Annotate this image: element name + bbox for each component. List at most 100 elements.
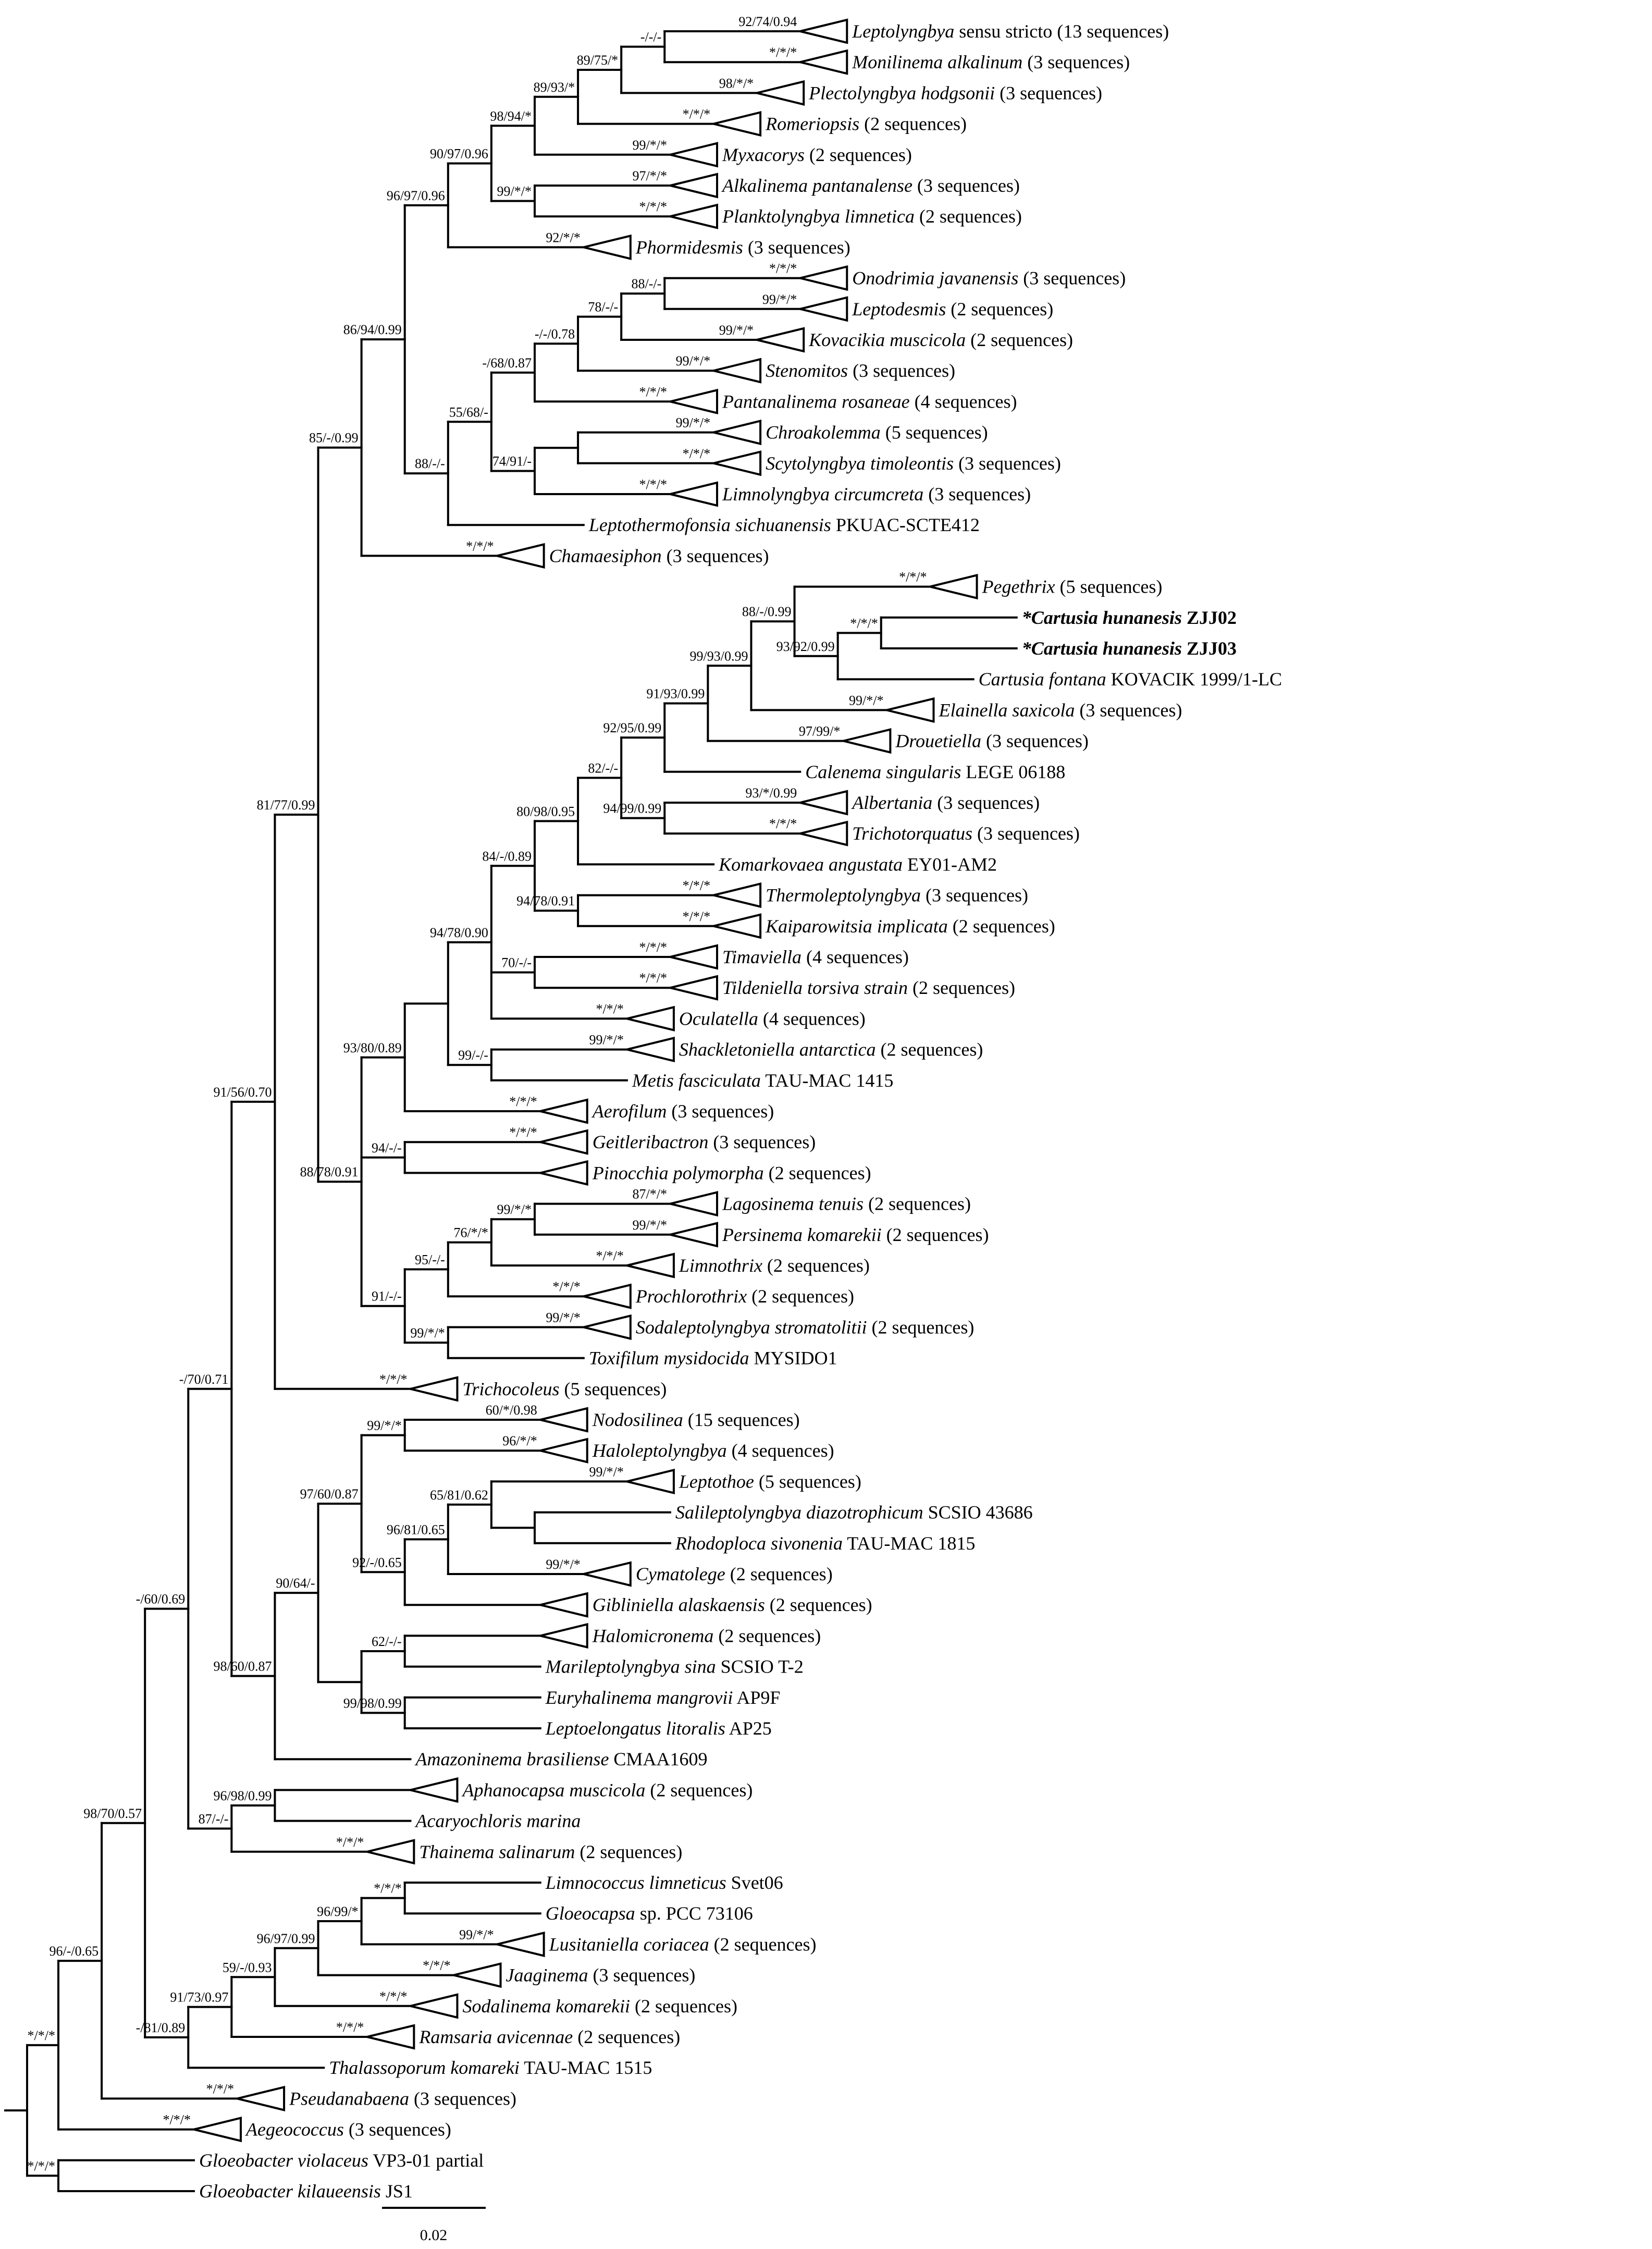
- support-value: */*/*: [769, 816, 797, 831]
- collapsed-clade-triangle: [756, 327, 805, 353]
- taxon-detail: (2 sequences): [805, 144, 912, 165]
- support-value: */*/*: [336, 1835, 364, 1850]
- taxon-label: Limnococcus limneticus Svet06: [545, 1872, 783, 1893]
- taxon-label: Trichocoleus (5 sequences): [462, 1379, 667, 1399]
- support-value: 96/97/0.96: [387, 188, 445, 203]
- support-value: 96/-/0.65: [49, 1944, 98, 1959]
- taxon-detail: (3 sequences): [409, 2088, 516, 2109]
- taxon-detail: (2 sequences): [713, 1625, 821, 1646]
- support-value: 94/78/0.90: [430, 925, 488, 940]
- taxon-label: Onodrimia javanensis (3 sequences): [852, 268, 1126, 289]
- collapsed-clade-triangle: [670, 1222, 718, 1248]
- support-value: 85/-/0.99: [309, 431, 359, 446]
- taxon-label: Tildeniella torsiva strain (2 sequences): [722, 977, 1015, 998]
- taxon-label: Ramsaria avicennae (2 sequences): [418, 2026, 680, 2047]
- taxon-name: Leptothoe: [679, 1471, 754, 1492]
- support-value: */*/*: [466, 538, 494, 554]
- support-value: */*/*: [639, 940, 667, 955]
- support-value: */*/*: [596, 1001, 623, 1016]
- support-value: 88/78/0.91: [300, 1164, 359, 1179]
- support-value: 99/*/*: [762, 292, 797, 307]
- collapsed-clade-triangle: [799, 18, 848, 44]
- taxon-label: Oculatella (4 sequences): [679, 1008, 866, 1029]
- taxon-detail: EY01-AM2: [903, 854, 997, 875]
- taxon-name: Trichocoleus: [462, 1379, 559, 1399]
- taxon-name: Halomicronema: [592, 1625, 714, 1646]
- taxon-label: Halomicronema (2 sequences): [592, 1625, 821, 1646]
- taxon-name: Rhodoploca sivonenia: [675, 1533, 843, 1554]
- collapsed-clade-triangle: [799, 296, 848, 322]
- collapsed-clade-triangle: [410, 1376, 459, 1402]
- taxon-detail: TAU-MAC 1815: [843, 1533, 975, 1554]
- support-value: */*/*: [683, 878, 710, 893]
- scale-bar-label: 0.02: [420, 2227, 448, 2244]
- support-value: 65/81/0.62: [430, 1488, 488, 1503]
- taxon-detail: (3 sequences): [344, 2119, 451, 2140]
- taxon-name: Gloeobacter kilaueensis: [199, 2181, 381, 2202]
- taxon-name: Monilinema alkalinum: [852, 52, 1022, 72]
- taxon-name: Albertania: [851, 792, 932, 813]
- support-value: 74/91/-: [492, 454, 532, 469]
- taxon-label: Leptodesmis (2 sequences): [852, 299, 1053, 319]
- taxon-label: Jaaginema (3 sequences): [506, 1965, 696, 1986]
- support-value: 99/*/*: [367, 1418, 401, 1433]
- taxon-detail: LEGE 06188: [961, 761, 1065, 782]
- collapsed-clade-triangle: [497, 543, 545, 569]
- taxon-detail: (5 sequences): [1055, 576, 1162, 597]
- collapsed-clade-triangle: [193, 2117, 242, 2143]
- support-value: 78/-/-: [588, 300, 618, 315]
- support-value: */*/*: [639, 199, 667, 214]
- collapsed-clade-triangle: [626, 1037, 675, 1063]
- support-value: 99/*/*: [589, 1464, 623, 1479]
- collapsed-clade-triangle: [930, 574, 978, 600]
- scale-bar: 0.02: [382, 2207, 486, 2244]
- taxon-name: Lusitaniella coriacea: [549, 1934, 709, 1955]
- taxon-detail: (2 sequences): [762, 1255, 870, 1276]
- taxon-name: Kaiparowitsia implicata: [765, 916, 948, 937]
- support-value: 94/-/-: [372, 1140, 402, 1156]
- taxon-label: Pegethrix (5 sequences): [982, 576, 1163, 597]
- support-value: */*/*: [28, 2028, 55, 2043]
- taxon-label: Sodaleptolyngbya stromatolitii (2 sequen…: [636, 1317, 975, 1337]
- support-value: 99/*/*: [497, 1202, 532, 1217]
- taxon-name: Toxifilum mysidocida: [589, 1348, 749, 1369]
- taxon-name: Pantanalinema rosaneae: [722, 391, 910, 412]
- taxon-detail: (2 sequences): [765, 1594, 872, 1615]
- taxon-detail: (2 sequences): [882, 1224, 989, 1245]
- taxon-detail: (2 sequences): [915, 206, 1022, 227]
- taxon-name: Aphanocapsa muscicola: [461, 1779, 645, 1800]
- taxon-detail: (3 sequences): [667, 1101, 774, 1122]
- support-value: */*/*: [28, 2158, 55, 2173]
- taxon-detail: (2 sequences): [725, 1564, 833, 1584]
- taxon-label: Aerofilum (3 sequences): [591, 1101, 774, 1122]
- support-value: 92/*/*: [546, 230, 580, 245]
- taxon-name: Cymatolege: [636, 1564, 725, 1584]
- taxon-label: Monilinema alkalinum (3 sequences): [852, 52, 1130, 72]
- support-value: 96/99/*: [317, 1904, 358, 1919]
- support-value: */*/*: [639, 477, 667, 492]
- taxon-detail: sensu stricto (13 sequences): [954, 21, 1169, 42]
- support-value: 98/70/0.57: [83, 1806, 142, 1821]
- support-value: 88/-/-: [632, 276, 662, 291]
- taxon-name: Euryhalinema mangrovii: [545, 1687, 733, 1708]
- taxon-name: Salileptolyngbya diazotrophicum: [675, 1502, 923, 1523]
- taxon-label: Pantanalinema rosaneae (4 sequences): [722, 391, 1017, 412]
- support-value: 88/-/-: [415, 456, 445, 471]
- taxon-label: Gloeobacter kilaueensis JS1: [199, 2181, 413, 2202]
- taxon-label: *Cartusia hunanesis ZJJ02: [1022, 607, 1237, 628]
- taxon-name: Limnothrix: [679, 1255, 762, 1276]
- support-value: 95/-/-: [415, 1252, 445, 1267]
- collapsed-clade-triangle: [799, 49, 848, 75]
- taxon-label: Stenomitos (3 sequences): [766, 360, 955, 381]
- taxon-name: Chroakolemma: [766, 422, 881, 443]
- collapsed-clade-triangle: [713, 358, 762, 384]
- collapsed-clade-triangle: [713, 882, 762, 908]
- taxon-name: Jaaginema: [506, 1965, 588, 1986]
- taxon-label: Plectolyngbya hodgsonii (3 sequences): [808, 82, 1102, 103]
- collapsed-clade-triangle: [583, 1283, 632, 1309]
- taxon-label: Amazoninema brasiliense CMAA1609: [414, 1749, 707, 1769]
- support-value: 99/*/*: [410, 1325, 445, 1341]
- taxon-detail: (2 sequences): [876, 1039, 983, 1060]
- collapsed-clade-triangle: [497, 1931, 545, 1957]
